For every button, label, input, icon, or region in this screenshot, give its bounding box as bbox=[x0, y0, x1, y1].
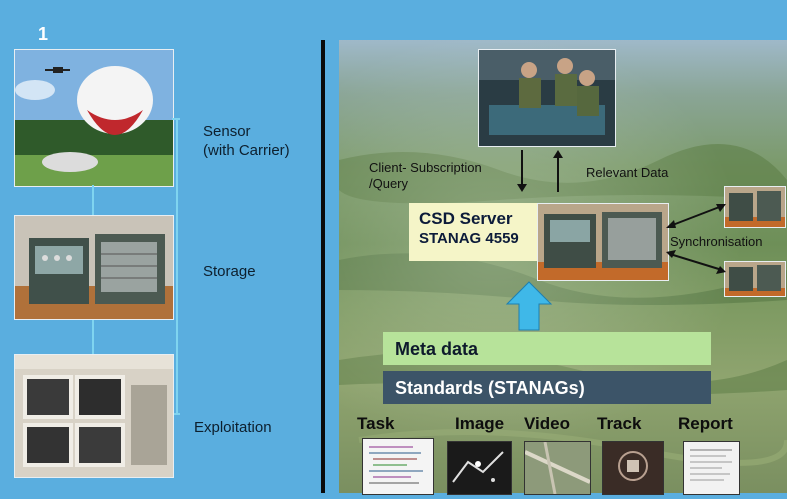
side-connector-top bbox=[172, 118, 180, 120]
sync-server-photo-2 bbox=[724, 261, 786, 297]
csd-server-stanag: STANAG 4559 bbox=[419, 230, 519, 247]
divider bbox=[321, 40, 325, 493]
exploitation-photo bbox=[14, 354, 174, 478]
sensor-label: Sensor (with Carrier) bbox=[203, 123, 290, 159]
csd-server-title: CSD Server bbox=[419, 209, 513, 228]
image-thumbnail bbox=[447, 441, 512, 495]
storage-photo bbox=[14, 215, 174, 320]
product-video-label: Video bbox=[524, 414, 570, 433]
synchronisation-label: Synchronisation bbox=[670, 234, 763, 249]
report-thumbnail bbox=[683, 441, 740, 495]
meta-data-bar: Meta data bbox=[383, 332, 711, 365]
storage-label: Storage bbox=[203, 263, 256, 280]
sensor-photo bbox=[14, 49, 174, 187]
sync-server-photo-1 bbox=[724, 186, 786, 228]
chain-connector-2 bbox=[92, 318, 94, 354]
product-task-label: Task bbox=[357, 414, 395, 433]
chain-connector-1 bbox=[92, 185, 94, 215]
task-thumbnail bbox=[362, 438, 434, 495]
product-track-label: Track bbox=[597, 414, 642, 433]
relevant-data-label: Relevant Data bbox=[586, 165, 669, 180]
operators-photo bbox=[478, 49, 616, 147]
query-arrows bbox=[517, 150, 563, 192]
client-subscription-label: Client- Subscription /Query bbox=[369, 160, 482, 191]
video-thumbnail bbox=[524, 441, 591, 495]
figure-number: 1 bbox=[38, 24, 49, 44]
side-connector bbox=[176, 118, 178, 415]
exploitation-label: Exploitation bbox=[194, 419, 272, 436]
product-image-label: Image bbox=[455, 414, 505, 433]
standards-bar: Standards (STANAGs) bbox=[383, 371, 711, 404]
csd-server-box: CSD Server STANAG 4559 bbox=[409, 203, 551, 261]
track-thumbnail bbox=[602, 441, 664, 495]
meta-data-label: Meta data bbox=[395, 339, 479, 359]
upload-arrow-icon bbox=[505, 281, 553, 331]
sync-arrows bbox=[666, 204, 726, 274]
server-photo bbox=[537, 203, 669, 281]
product-report-label: Report bbox=[678, 414, 733, 433]
side-connector-bottom bbox=[172, 413, 180, 415]
standards-label: Standards (STANAGs) bbox=[395, 378, 585, 398]
